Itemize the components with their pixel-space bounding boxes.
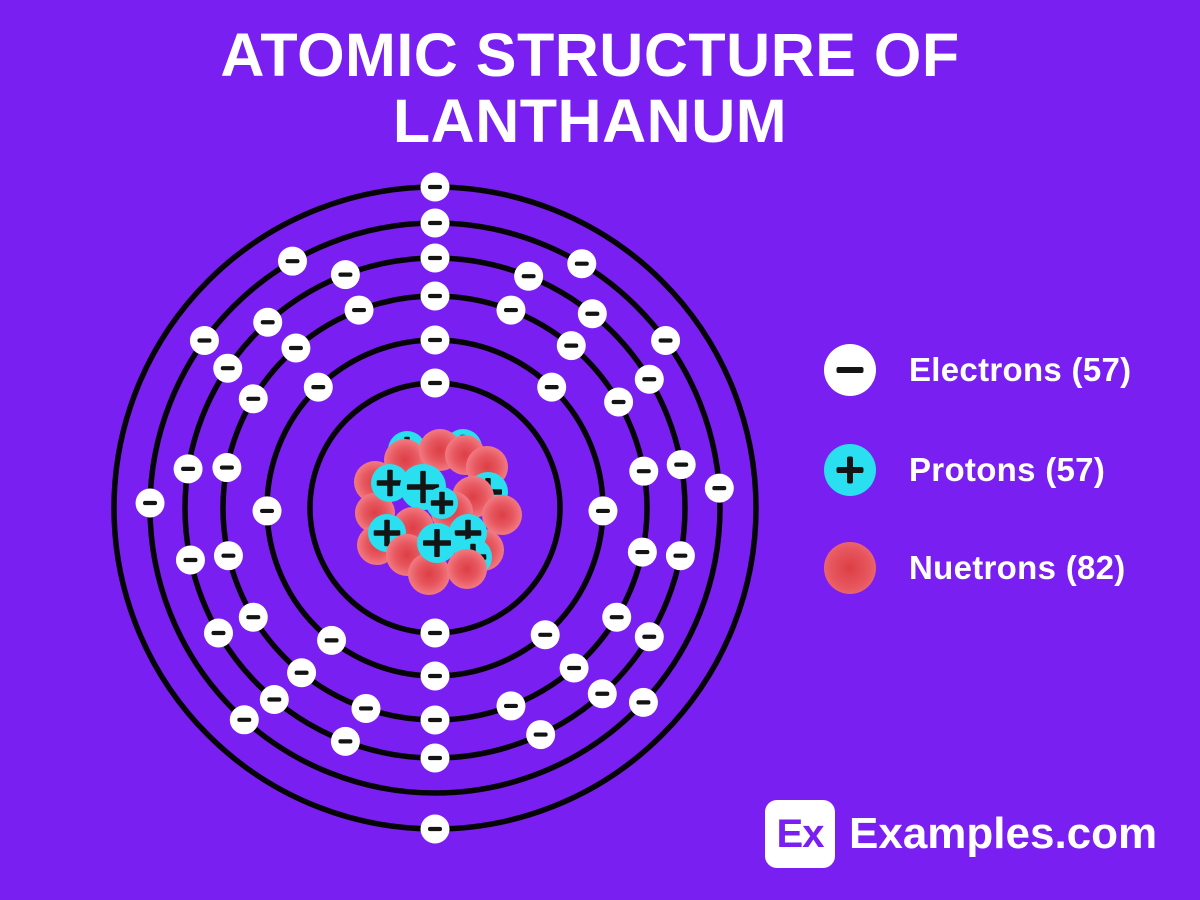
title-line-2: LANTHANUM	[392, 87, 788, 155]
site-name: Examples.com	[849, 809, 1158, 858]
plus-icon	[420, 470, 426, 504]
minus-icon	[674, 462, 689, 467]
minus-icon	[595, 691, 610, 696]
minus-icon	[428, 255, 442, 261]
minus-icon	[338, 272, 353, 277]
minus-icon	[246, 615, 261, 620]
minus-icon	[428, 673, 442, 679]
minus-icon	[288, 345, 303, 351]
minus-icon	[428, 630, 442, 636]
minus-icon	[673, 553, 688, 558]
minus-icon	[635, 549, 650, 555]
minus-icon	[428, 380, 442, 386]
plus-icon	[439, 491, 445, 515]
minus-icon	[574, 261, 589, 266]
minus-icon	[428, 184, 442, 190]
minus-icon	[428, 826, 442, 832]
legend-row-neutrons: Nuetrons (82)	[824, 542, 1126, 594]
minus-icon	[358, 706, 373, 711]
minus-icon	[658, 338, 673, 343]
minus-icon	[220, 366, 235, 371]
minus-icon	[521, 274, 536, 279]
plus-icon	[434, 529, 440, 557]
title-line-1: ATOMIC STRUCTURE OF	[220, 21, 960, 89]
legend-row-electrons: Electrons (57)	[824, 344, 1131, 396]
minus-icon	[237, 717, 252, 722]
legend-label-protons: Protons (57)	[909, 451, 1106, 488]
minus-icon	[836, 367, 864, 373]
minus-icon	[567, 665, 582, 671]
minus-icon	[324, 638, 339, 643]
minus-icon	[311, 385, 326, 390]
minus-icon	[636, 469, 651, 474]
minus-icon	[294, 670, 309, 675]
minus-icon	[538, 632, 553, 637]
minus-icon	[246, 396, 261, 401]
minus-icon	[428, 220, 442, 226]
minus-icon	[221, 553, 236, 558]
minus-icon	[267, 697, 282, 702]
legend-label-electrons: Electrons (57)	[909, 351, 1132, 388]
minus-icon	[585, 311, 600, 316]
minus-icon	[260, 320, 275, 325]
logo-ex-text: Ex	[776, 811, 825, 856]
minus-icon	[503, 307, 518, 313]
plus-icon	[384, 519, 390, 547]
minus-icon	[544, 385, 559, 390]
legend-label-neutrons: Nuetrons (82)	[909, 549, 1126, 586]
neutron	[408, 553, 450, 595]
minus-icon	[338, 739, 353, 744]
neutron	[482, 495, 522, 535]
minus-icon	[428, 755, 442, 761]
minus-icon	[428, 337, 442, 343]
minus-icon	[636, 700, 651, 705]
minus-icon	[428, 293, 442, 299]
minus-icon	[219, 465, 234, 470]
footer-brand: Ex Examples.com	[765, 800, 1157, 868]
neutron-swatch-icon	[824, 542, 876, 594]
minus-icon	[503, 703, 518, 709]
minus-icon	[712, 486, 727, 491]
minus-icon	[181, 466, 196, 471]
plus-icon	[387, 469, 393, 497]
minus-icon	[611, 399, 626, 405]
examples-logo: Ex	[765, 800, 835, 868]
minus-icon	[428, 717, 442, 723]
minus-icon	[564, 343, 579, 348]
legend-row-protons: Protons (57)	[824, 444, 1105, 496]
minus-icon	[183, 557, 198, 563]
minus-icon	[533, 732, 548, 737]
proton-swatch-icon	[824, 444, 876, 496]
minus-icon	[197, 338, 212, 343]
minus-icon	[642, 634, 657, 639]
page-title: ATOMIC STRUCTURE OF LANTHANUM	[0, 22, 1180, 154]
minus-icon	[285, 259, 300, 264]
minus-icon	[609, 615, 624, 620]
minus-icon	[211, 630, 226, 636]
minus-icon	[595, 508, 610, 514]
minus-icon	[352, 307, 367, 313]
minus-icon	[642, 377, 657, 382]
plus-icon	[847, 456, 853, 484]
neutron	[447, 549, 487, 589]
minus-icon	[260, 508, 275, 514]
minus-icon	[143, 500, 158, 506]
electron-swatch-icon	[824, 344, 876, 396]
